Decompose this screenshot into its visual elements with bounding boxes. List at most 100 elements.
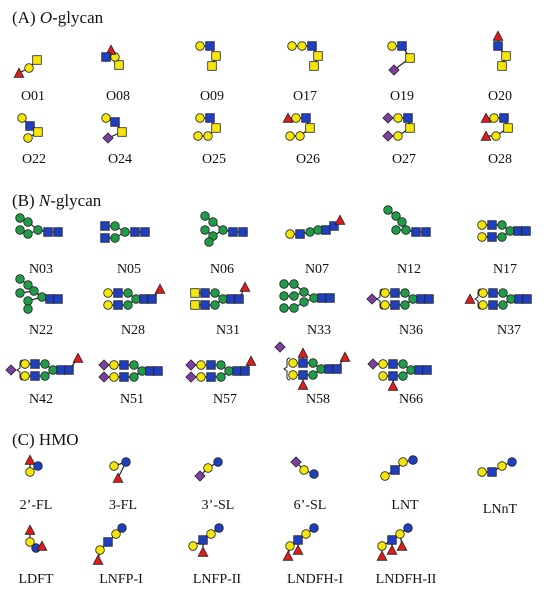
galactose-circle — [188, 541, 198, 551]
fucose-triangle — [292, 544, 304, 555]
mannose-circle — [123, 288, 133, 298]
glcnac-square — [513, 226, 523, 236]
galnac-square — [313, 51, 323, 61]
galactose-circle — [285, 541, 295, 551]
mannose-circle — [110, 221, 120, 231]
glcnac-square — [390, 465, 400, 475]
galnac-square — [190, 300, 200, 310]
galnac-square — [305, 123, 315, 133]
mannose-circle — [15, 274, 25, 284]
mannose-circle — [401, 225, 411, 235]
hmo-label: 3-FL — [109, 498, 137, 513]
o-glycan-label: O28 — [487, 152, 513, 167]
galactose-circle — [380, 471, 390, 481]
hmo-label: LNDFH-I — [287, 572, 343, 587]
n-glycan-label: N05 — [116, 262, 142, 277]
galnac-square — [207, 61, 217, 71]
glcnac-square — [390, 300, 400, 310]
n-glycan-label: N57 — [212, 392, 238, 407]
galnac-square — [497, 61, 507, 71]
mannose-circle — [218, 294, 228, 304]
glcnac-square — [488, 288, 498, 298]
fucose-triangle — [297, 347, 309, 358]
galactose-circle — [380, 288, 390, 298]
glcnac-square — [198, 535, 208, 545]
mannose-circle — [40, 359, 50, 369]
galactose-circle — [291, 113, 301, 123]
fucose-triangle — [387, 380, 399, 391]
galactose-circle — [20, 359, 30, 369]
glcnac-square — [232, 366, 242, 376]
mannose-circle — [216, 372, 226, 382]
mannose-circle — [408, 294, 418, 304]
galactose-circle — [285, 229, 295, 239]
hmo-label: 6’-SL — [293, 498, 327, 513]
galactose-circle — [477, 232, 487, 242]
glucose-circle — [213, 457, 223, 467]
mannose-circle — [308, 358, 318, 368]
glcnac-square — [103, 537, 113, 547]
glcnac-square — [119, 372, 129, 382]
glcnac-square — [422, 365, 432, 375]
n-glycan-label: N66 — [398, 392, 424, 407]
glcnac-square — [113, 300, 123, 310]
galactose-circle — [17, 113, 27, 123]
mannose-circle — [15, 213, 25, 223]
mannose-circle — [497, 220, 507, 230]
glcnac-square — [487, 467, 497, 477]
galactose-circle — [477, 220, 487, 230]
mannose-circle — [218, 225, 228, 235]
sialic-acid-diamond — [382, 112, 394, 124]
glcnac-square — [53, 227, 63, 237]
o-glycan-label: O17 — [292, 89, 318, 104]
mannose-circle — [279, 303, 289, 313]
sialic-acid-diamond — [98, 371, 110, 383]
glcnac-square — [56, 365, 66, 375]
glcnac-square — [424, 294, 434, 304]
fucose-triangle — [492, 30, 504, 41]
galactose-circle — [95, 545, 105, 555]
n-glycan-label: N42 — [28, 392, 54, 407]
mannose-circle — [400, 288, 410, 298]
glcnac-square — [522, 294, 532, 304]
galactose-circle — [196, 372, 206, 382]
galnac-square — [32, 55, 42, 65]
glcnac-square — [228, 227, 238, 237]
antenna-brace — [283, 357, 291, 381]
fucose-triangle — [36, 540, 48, 551]
hmo-label: LNDFH-II — [375, 572, 437, 587]
galnac-square — [211, 51, 221, 61]
n-glycan-label: N03 — [28, 262, 54, 277]
glcnac-square — [298, 370, 308, 380]
sialic-acid-diamond — [290, 456, 302, 468]
galactose-circle — [109, 372, 119, 382]
galactose-circle — [478, 288, 488, 298]
glcnac-square — [226, 294, 236, 304]
sialic-acid-diamond — [274, 341, 286, 353]
galnac-square — [114, 60, 124, 70]
fucose-triangle — [24, 454, 36, 465]
o-glycan-label: O22 — [21, 152, 47, 167]
n-glycan-label: N17 — [492, 262, 518, 277]
section-a-heading: (A) O-glycan — [12, 8, 104, 27]
o-glycan-label: O24 — [107, 152, 133, 167]
sialic-acid-diamond — [98, 359, 110, 371]
galactose-circle — [489, 113, 499, 123]
glcnac-square — [64, 365, 74, 375]
glcnac-square — [205, 41, 215, 51]
fucose-triangle — [282, 550, 294, 561]
fucose-triangle — [464, 293, 476, 304]
n-glycan-label: N36 — [398, 323, 424, 338]
galnac-square — [501, 51, 511, 61]
mannose-circle — [398, 371, 408, 381]
glcnac-square — [387, 535, 397, 545]
o-glycan-label: O09 — [199, 89, 225, 104]
glcnac-square — [411, 227, 421, 237]
fucose-triangle — [334, 214, 346, 225]
n-glycan-label: N07 — [304, 262, 330, 277]
glucose-circle — [309, 523, 319, 533]
glcnac-square — [200, 300, 210, 310]
o-glycan-label: O26 — [295, 152, 321, 167]
hmo-label: LNFP-II — [192, 572, 242, 587]
antenna-brace — [474, 288, 482, 310]
